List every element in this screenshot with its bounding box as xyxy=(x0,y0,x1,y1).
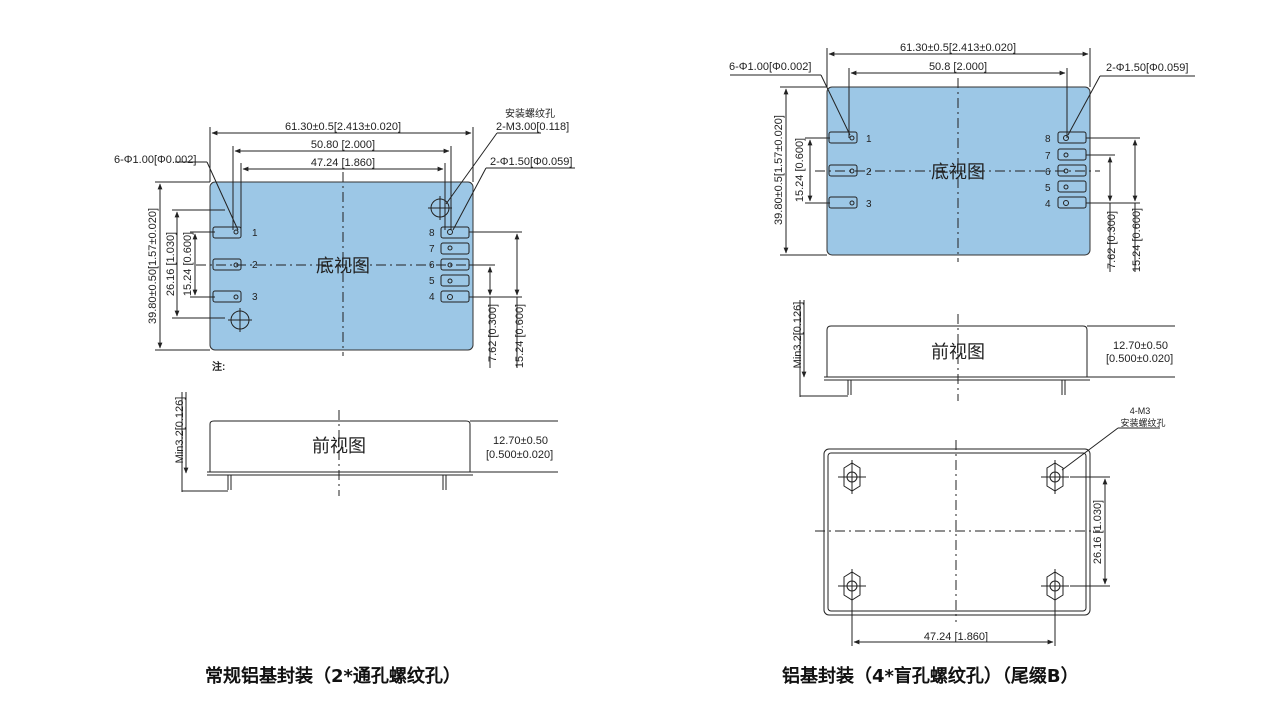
left-front-view-text: 前视图 Min3.2[0.126] 12.70±0.50 [0.500±0.02… xyxy=(174,397,553,464)
left-bottom-view-text: 底视图 61.30±0.5[2.413±0.020] 50.80 [2.000]… xyxy=(114,107,572,373)
pin-label: 7 xyxy=(429,244,435,255)
top-callout-2: 安装螺纹孔 xyxy=(1120,417,1165,428)
mount-callout-2: 2-M3.00[0.118] xyxy=(496,121,569,133)
pin-label: 1 xyxy=(866,134,872,145)
view-title: 前视图 xyxy=(931,342,985,362)
hex-nut-icon xyxy=(1041,569,1069,603)
pin-label: 6 xyxy=(429,260,435,271)
dim-right-large: 15.24 [0.600] xyxy=(1131,208,1143,272)
hex-nut-icon xyxy=(838,569,866,603)
pin-label: 4 xyxy=(1045,199,1051,210)
view-title: 前视图 xyxy=(312,436,366,456)
right-bottom-view-text: 底视图 61.30±0.5[2.413±0.020] 50.8 [2.000] … xyxy=(729,42,1188,272)
dim-pin-span-small: 15.24 [0.600] xyxy=(794,138,806,202)
big-pin-callout: 2-Φ1.50[Φ0.059] xyxy=(1106,62,1188,74)
pin-label: 3 xyxy=(252,292,258,303)
note-label: 注: xyxy=(212,360,225,373)
right-front-view-text: 前视图 Min3.2[0.126] 12.70±0.50 [0.500±0.02… xyxy=(792,302,1173,369)
right-top-view xyxy=(815,427,1160,646)
big-pin-callout: 2-Φ1.50[Φ0.059] xyxy=(490,156,572,168)
dim-height-2: [0.500±0.020] xyxy=(486,449,553,461)
pin-label: 4 xyxy=(429,292,435,303)
pin-label: 2 xyxy=(866,167,872,178)
pin-label: 1 xyxy=(252,228,258,239)
dim-bottom: 47.24 [1.860] xyxy=(924,631,988,643)
dim-min: Min3.2[0.126] xyxy=(174,397,186,464)
pin-label: 5 xyxy=(429,276,435,287)
left-pins-group xyxy=(828,131,858,209)
pin-label: 8 xyxy=(429,228,435,239)
dim-right-small: 7.62 [0.300] xyxy=(1106,211,1118,269)
right-bottom-view xyxy=(730,48,1195,272)
right-front-view xyxy=(799,300,1175,401)
right-top-view-text: 4-M3 安装螺纹孔 26.16 [1.030] 47.24 [1.860] xyxy=(924,406,1166,643)
view-title: 底视图 xyxy=(931,162,985,182)
dim-right-large: 15.24 [0.600] xyxy=(514,304,526,368)
pin-callout: 6-Φ1.00[Φ0.002] xyxy=(114,154,196,166)
right-pins-group xyxy=(1057,131,1087,209)
dim-height-2: [0.500±0.020] xyxy=(1106,353,1173,365)
pin-label: 3 xyxy=(866,199,872,210)
pin-label: 2 xyxy=(252,260,258,271)
view-title: 底视图 xyxy=(316,256,370,276)
pin-label: 6 xyxy=(1045,167,1051,178)
dim-height-1: 12.70±0.50 xyxy=(493,435,548,447)
pin-label: 7 xyxy=(1045,151,1051,162)
dim-right-small: 7.62 [0.300] xyxy=(487,304,499,362)
dim-overall-width: 61.30±0.5[2.413±0.020] xyxy=(285,121,401,133)
dim-vertical: 26.16 [1.030] xyxy=(1092,500,1104,564)
dim-height-1: 12.70±0.50 xyxy=(1113,340,1168,352)
top-callout-1: 4-M3 xyxy=(1130,406,1151,416)
pin-callout: 6-Φ1.00[Φ0.002] xyxy=(729,61,811,73)
dim-pin-span-large: 26.16 [1.030] xyxy=(165,232,177,296)
left-front-view xyxy=(181,392,558,496)
hex-nut-icon xyxy=(1041,460,1069,494)
dim-height: 39.80±0.5[1.57±0.020] xyxy=(773,115,785,225)
dim-outer-pins: 50.80 [2.000] xyxy=(311,139,375,151)
mount-callout-1: 安装螺纹孔 xyxy=(505,107,555,120)
dim-outer-pins: 50.8 [2.000] xyxy=(929,61,987,73)
hex-nut-icon xyxy=(838,460,866,494)
dim-pin-span-small: 15.24 [0.600] xyxy=(182,232,194,296)
left-pins-group xyxy=(212,226,242,303)
dim-height: 39.80±0.50[1.57±0.020] xyxy=(147,208,159,324)
caption-right: 铝基封装（4*盲孔螺纹孔）（尾缀B） xyxy=(782,666,1079,687)
left-bottom-view xyxy=(155,127,575,368)
pin-label: 8 xyxy=(1045,134,1051,145)
pin-label: 5 xyxy=(1045,183,1051,194)
dim-min: Min3.2[0.126] xyxy=(792,302,804,369)
dim-inner-pins: 47.24 [1.860] xyxy=(311,157,375,169)
dim-overall-width: 61.30±0.5[2.413±0.020] xyxy=(900,42,1016,54)
left-module-body xyxy=(209,181,474,351)
caption-left: 常规铝基封装（2*通孔螺纹孔） xyxy=(205,666,461,687)
